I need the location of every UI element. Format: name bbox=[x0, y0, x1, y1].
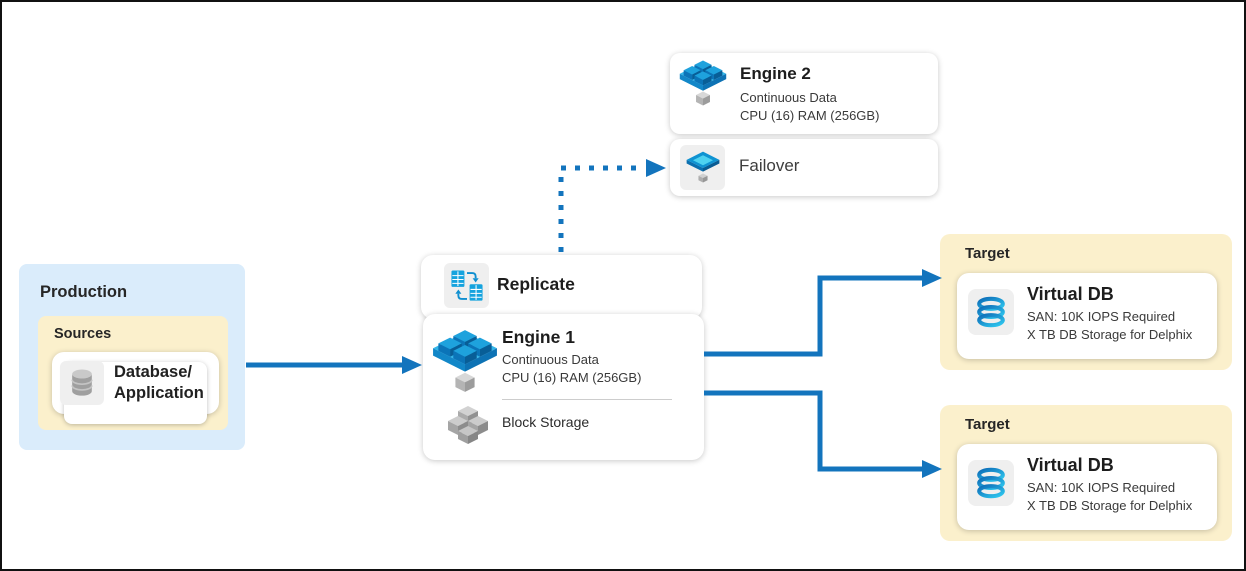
virtual-db-spec1-2: SAN: 10K IOPS Required bbox=[1027, 480, 1176, 495]
database-icon bbox=[71, 369, 93, 396]
database-label-line1: Database/ bbox=[114, 363, 192, 381]
arrow-replicate-to-failover-dotted bbox=[558, 159, 666, 252]
failover-icon-tile bbox=[680, 145, 725, 190]
engine2-title: Engine 2 bbox=[740, 64, 811, 83]
virtual-db-spec2-1: X TB DB Storage for Delphix bbox=[1027, 327, 1193, 342]
replicate-card: Replicate bbox=[421, 255, 702, 319]
virtual-db-card-2: Virtual DB SAN: 10K IOPS Required X TB D… bbox=[957, 444, 1217, 530]
engine1-divider bbox=[502, 399, 672, 400]
arrow-engine1-to-target1 bbox=[704, 269, 942, 357]
arrow-engine1-to-target2 bbox=[704, 390, 942, 478]
target2-label: Target bbox=[965, 416, 1010, 433]
target1-label: Target bbox=[965, 245, 1010, 262]
virtual-db-card-1: Virtual DB SAN: 10K IOPS Required X TB D… bbox=[957, 273, 1217, 359]
production-box: Production Sources Database/ Application bbox=[19, 264, 245, 450]
database-card-label: Database/ Application bbox=[114, 362, 204, 404]
failover-label: Failover bbox=[739, 156, 800, 175]
block-storage-icon bbox=[448, 406, 488, 444]
engine2-icon bbox=[679, 60, 727, 106]
virtual-db-spec1-1: SAN: 10K IOPS Required bbox=[1027, 309, 1176, 324]
database-card: Database/ Application bbox=[52, 352, 219, 424]
virtual-db-title-1: Virtual DB bbox=[1027, 284, 1114, 304]
virtual-db-icon-tile-2 bbox=[968, 460, 1014, 506]
target-box-1: Target Virtual DB SAN: 10K IOPS Required… bbox=[940, 234, 1232, 370]
database-label-line2: Application bbox=[114, 384, 204, 403]
replicate-icon-tile bbox=[444, 263, 489, 308]
block-storage-label: Block Storage bbox=[502, 414, 590, 430]
failover-card: Failover bbox=[670, 139, 938, 196]
engine2-card: Engine 2 Continuous Data CPU (16) RAM (2… bbox=[670, 53, 938, 134]
replicate-icon bbox=[450, 269, 483, 301]
database-icon-tile bbox=[60, 361, 104, 405]
engine2-subtitle-1: Continuous Data bbox=[740, 90, 837, 105]
failover-icon bbox=[686, 151, 719, 183]
engine1-icon bbox=[433, 330, 497, 392]
sources-box: Sources Database/ Application bbox=[38, 316, 228, 430]
replicate-label: Replicate bbox=[497, 274, 575, 294]
virtual-db-icon-tile-1 bbox=[968, 289, 1014, 335]
production-label: Production bbox=[40, 283, 128, 301]
engine2-subtitle-2: CPU (16) RAM (256GB) bbox=[740, 108, 880, 123]
arrow-production-to-engine1 bbox=[246, 356, 422, 374]
virtual-db-spec2-2: X TB DB Storage for Delphix bbox=[1027, 498, 1193, 513]
engine1-subtitle-2: CPU (16) RAM (256GB) bbox=[502, 370, 642, 385]
target-box-2: Target Virtual DB SAN: 10K IOPS Required… bbox=[940, 405, 1232, 541]
virtual-db-icon bbox=[977, 467, 1005, 499]
engine1-subtitle-1: Continuous Data bbox=[502, 352, 599, 367]
sources-label: Sources bbox=[54, 326, 112, 342]
virtual-db-icon bbox=[977, 296, 1005, 328]
virtual-db-title-2: Virtual DB bbox=[1027, 455, 1114, 475]
engine1-title: Engine 1 bbox=[502, 327, 575, 347]
engine1-card: Engine 1 Continuous Data CPU (16) RAM (2… bbox=[423, 314, 704, 460]
